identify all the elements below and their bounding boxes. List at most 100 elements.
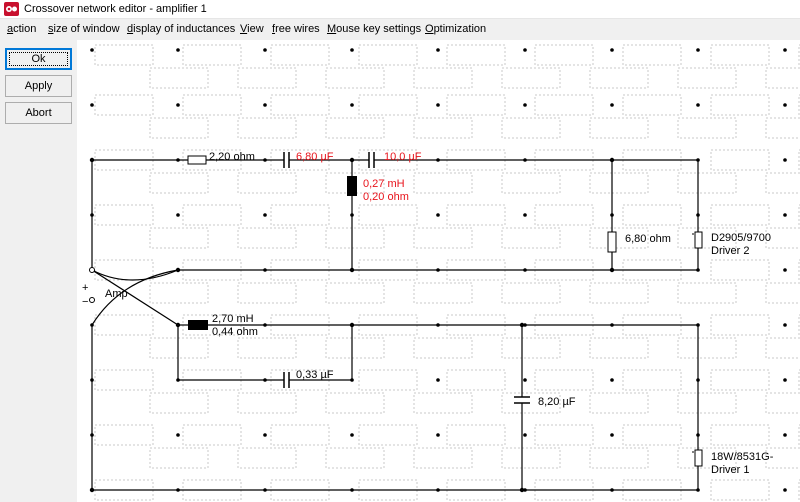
- grid-dot: [263, 48, 267, 52]
- grid-cell: [182, 44, 242, 66]
- grid-cell: [710, 94, 770, 116]
- label-c3: 0,33 µF: [296, 369, 334, 381]
- wire[interactable]: [91, 269, 179, 326]
- menu-action[interactable]: action: [7, 23, 37, 35]
- resistor-r1[interactable]: [187, 155, 207, 165]
- grid-cell: [765, 392, 800, 414]
- grid-cell: [798, 44, 800, 66]
- grid-cell: [149, 117, 209, 139]
- menu-size-of-window[interactable]: size of window: [48, 23, 120, 35]
- grid-cell: [358, 44, 418, 66]
- components[interactable]: [89, 152, 703, 467]
- grid-cell: [765, 227, 800, 249]
- grid-cell: [798, 204, 800, 226]
- grid-cell: [94, 369, 154, 391]
- grid-dot: [176, 48, 180, 52]
- grid-cell: [765, 172, 800, 194]
- grid-cell: [446, 204, 506, 226]
- inductor-l2[interactable]: [188, 320, 208, 330]
- menu-view[interactable]: View: [240, 23, 264, 35]
- grid-cell: [765, 117, 800, 139]
- grid-cell: [270, 204, 330, 226]
- menu-mouse-key-settings[interactable]: Mouse key settings: [327, 23, 422, 35]
- amp-terminal-minus[interactable]: [89, 297, 95, 303]
- grid-cell: [534, 369, 594, 391]
- grid-dot: [523, 213, 527, 217]
- grid-cell: [589, 337, 649, 359]
- grid-cell: [710, 314, 770, 336]
- grid-cell: [358, 204, 418, 226]
- grid-cell: [589, 227, 649, 249]
- schematic-canvas[interactable]: 2,20 ohm 6,80 µF 10,0 µF 0,27 mH 0,20 oh…: [77, 40, 800, 502]
- label-amp-plus: +: [82, 282, 88, 294]
- junctions: [89, 157, 615, 493]
- resistor-r2[interactable]: [607, 231, 617, 253]
- grid-cell: [677, 172, 737, 194]
- grid-cell: [677, 447, 737, 469]
- grid-cell: [501, 67, 561, 89]
- abort-button[interactable]: Abort: [5, 102, 72, 124]
- grid-cell: [325, 67, 385, 89]
- app-icon: [4, 2, 19, 16]
- grid-cell: [534, 44, 594, 66]
- grid-dot: [783, 488, 787, 492]
- grid-cell: [589, 117, 649, 139]
- grid-cell: [710, 479, 770, 501]
- label-driver2-model: D2905/9700: [711, 232, 771, 244]
- grid-dot: [350, 433, 354, 437]
- grid-cell: [622, 204, 682, 226]
- wires[interactable]: [91, 159, 699, 491]
- placement-grid: [90, 44, 800, 501]
- grid-cell: [622, 424, 682, 446]
- grid-cell: [534, 94, 594, 116]
- grid-cell: [798, 424, 800, 446]
- schematic-svg[interactable]: 2,20 ohm 6,80 µF 10,0 µF 0,27 mH 0,20 oh…: [77, 40, 800, 502]
- grid-cell: [237, 337, 297, 359]
- capacitor-c4[interactable]: [514, 396, 530, 404]
- menu-free-wires[interactable]: free wires: [272, 23, 320, 35]
- grid-dot: [783, 213, 787, 217]
- grid-cell: [182, 204, 242, 226]
- menu-optimization[interactable]: Optimization: [425, 23, 487, 35]
- grid-dot: [523, 48, 527, 52]
- apply-button[interactable]: Apply: [5, 75, 72, 97]
- capacitor-c2[interactable]: [368, 152, 375, 168]
- amp-terminal-plus[interactable]: [89, 267, 95, 273]
- grid-cell: [413, 282, 473, 304]
- grid-dot: [523, 433, 527, 437]
- grid-dot: [350, 48, 354, 52]
- grid-cell: [182, 424, 242, 446]
- label-c1: 6,80 µF: [296, 151, 334, 163]
- grid-cell: [765, 337, 800, 359]
- grid-cell: [677, 67, 737, 89]
- grid-cell: [765, 447, 800, 469]
- driver-1-speaker-icon[interactable]: [692, 449, 703, 467]
- label-driver1-name: Driver 1: [711, 464, 750, 476]
- grid-cell: [325, 172, 385, 194]
- grid-cell: [589, 172, 649, 194]
- capacitor-c1[interactable]: [283, 152, 290, 168]
- label-r2: 6,80 ohm: [625, 233, 671, 245]
- grid-cell: [622, 369, 682, 391]
- wire[interactable]: [91, 269, 179, 281]
- grid-dot: [610, 433, 614, 437]
- driver-2-speaker-icon[interactable]: [692, 231, 703, 249]
- capacitor-c3[interactable]: [283, 372, 290, 388]
- wire[interactable]: [91, 269, 179, 326]
- grid-dot: [696, 48, 700, 52]
- grid-cell: [710, 149, 770, 171]
- inductor-l1[interactable]: [347, 176, 357, 196]
- grid-cell: [622, 94, 682, 116]
- menu-display-of-inductances[interactable]: display of inductances: [127, 23, 236, 35]
- junction-dot: [349, 322, 355, 328]
- ok-button[interactable]: Ok: [5, 48, 72, 70]
- label-r1: 2,20 ohm: [209, 151, 255, 163]
- grid-cell: [237, 392, 297, 414]
- grid-cell: [94, 424, 154, 446]
- grid-cell: [149, 447, 209, 469]
- grid-dot: [783, 433, 787, 437]
- grid-cell: [94, 44, 154, 66]
- grid-cell: [413, 227, 473, 249]
- grid-cell: [677, 337, 737, 359]
- grid-dot: [436, 48, 440, 52]
